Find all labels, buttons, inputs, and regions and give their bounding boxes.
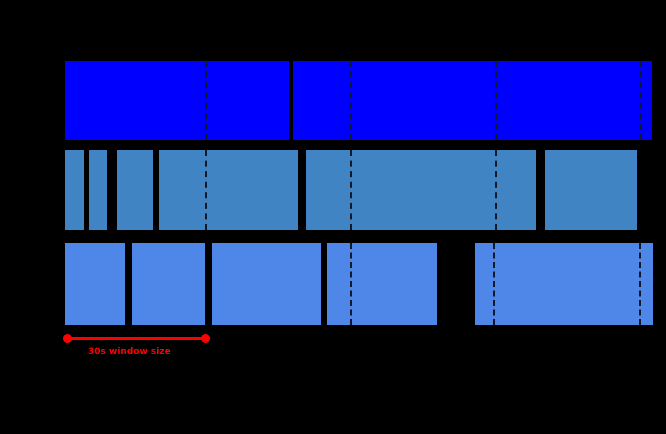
- bar-segment[interactable]: [306, 150, 536, 230]
- bar-segment[interactable]: [293, 61, 652, 140]
- bar-segment[interactable]: [159, 150, 298, 230]
- bar-segment[interactable]: [65, 61, 289, 140]
- window-size-annotation-end-cap: [201, 334, 210, 343]
- window-size-annotation-label: 30s window size: [88, 347, 171, 357]
- bar-segment[interactable]: [132, 243, 205, 325]
- window-size-annotation-start-cap: [63, 334, 72, 343]
- bar-segment[interactable]: [545, 150, 637, 230]
- bar-segment[interactable]: [65, 150, 84, 230]
- bar-segment[interactable]: [212, 243, 321, 325]
- bar-segment[interactable]: [117, 150, 153, 230]
- bar-segment[interactable]: [475, 243, 653, 325]
- bar-segment[interactable]: [89, 150, 107, 230]
- bar-segment[interactable]: [65, 243, 125, 325]
- bar-segment[interactable]: [327, 243, 437, 325]
- window-size-annotation-line: [67, 337, 205, 340]
